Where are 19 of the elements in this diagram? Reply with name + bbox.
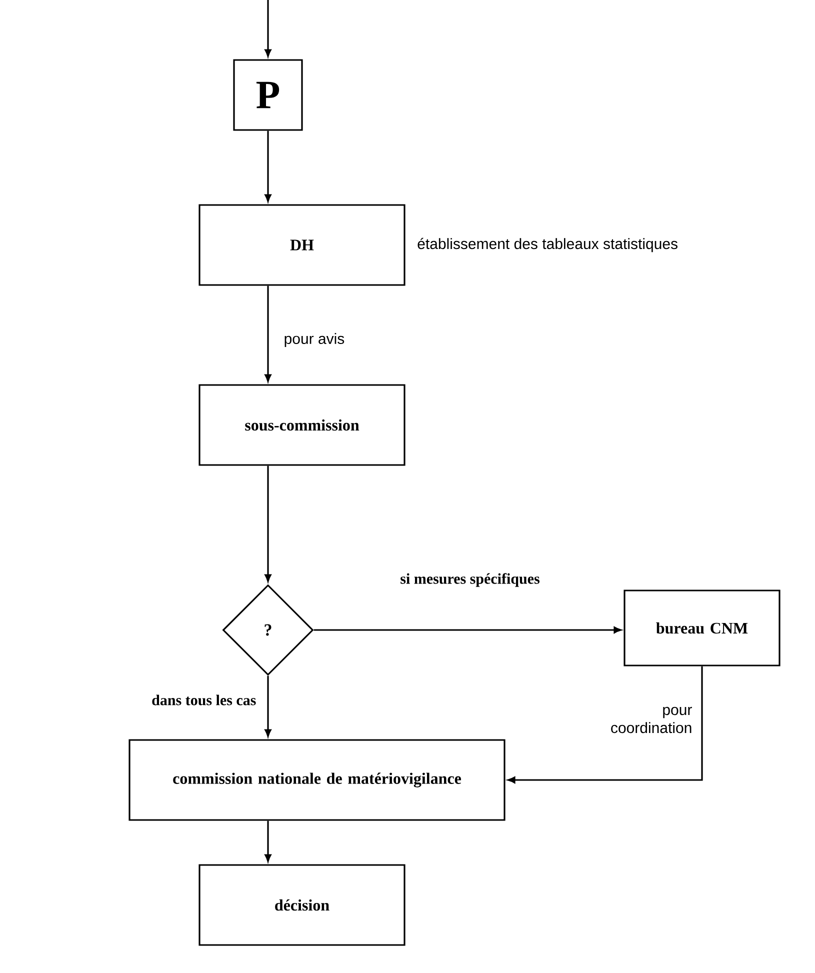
arrow — [264, 676, 272, 737]
edge-label: pour avis — [284, 333, 344, 347]
arrow — [264, 820, 272, 862]
arrow — [264, 0, 272, 57]
process-box: DH — [198, 204, 406, 286]
process-box: sous-commission — [198, 384, 406, 466]
side-note: établissement des tableaux statistiques — [418, 238, 678, 252]
edge-label: dans tous les cas — [152, 694, 256, 706]
arrow — [264, 130, 272, 202]
process-box: commission nationale de matériovigilance — [128, 739, 506, 821]
edge-label: si mesures spécifiques — [400, 573, 540, 587]
arrow — [314, 626, 622, 634]
process-box: décision — [198, 864, 406, 946]
process-box: bureau CNM — [624, 590, 780, 666]
arrow — [264, 466, 272, 582]
process-box: P — [233, 59, 303, 131]
arrow — [264, 286, 272, 382]
edge-label: pour coordination — [611, 706, 692, 734]
arrow — [508, 666, 703, 784]
